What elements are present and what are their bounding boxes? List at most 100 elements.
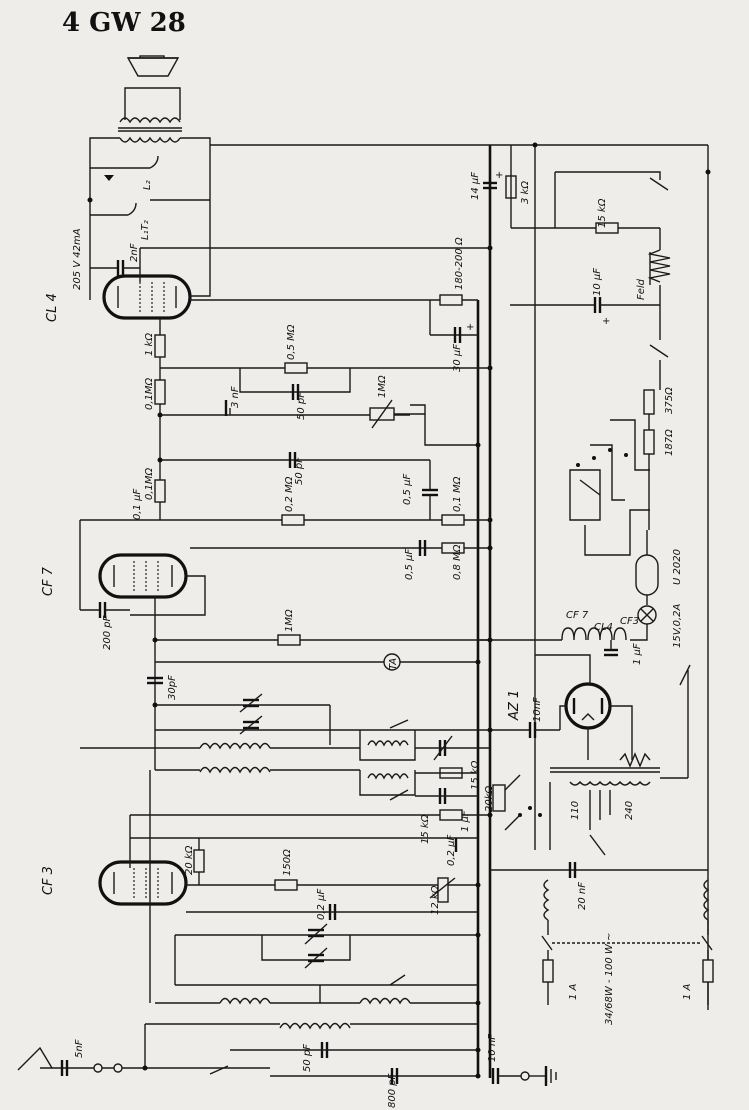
cap-30uf-label: 30 µF: [452, 344, 463, 372]
pilot-lamp-icon: [637, 605, 657, 625]
res-08m-label: 0,8 MΩ: [452, 544, 463, 580]
wave-switch-3[interactable]: [504, 774, 521, 791]
osc-coil-4: [367, 773, 409, 780]
tube-cf3-label: CF 3: [41, 866, 56, 895]
cap-2nf-label: 2nF: [129, 243, 140, 262]
aerial-socket-icon[interactable]: [93, 1063, 123, 1073]
res-01m-c-label: 0,1 MΩ: [452, 476, 463, 512]
page-title: 4 GW 28: [62, 8, 186, 38]
jack-l1t2-label: L₁T₂: [140, 220, 151, 240]
cap-50pf-a-label: 50 pF: [296, 392, 307, 420]
res-20k-a: [492, 784, 506, 812]
res-01m-a-label: 0,1MΩ: [144, 377, 155, 410]
pickup-jack-icon: [90, 202, 137, 216]
heater-filaments: [561, 627, 627, 641]
band-switch-2[interactable]: [389, 789, 409, 801]
cap-20nf-label: 20 nF: [577, 882, 588, 910]
osc-coil-1: [199, 742, 271, 750]
input-coil-2: [359, 997, 411, 1005]
res-187-label: 187Ω: [664, 429, 675, 456]
mains-switch-left[interactable]: [541, 935, 553, 951]
fuse-left-label: 1 A: [568, 983, 579, 1000]
cap-800pf-label: 800 pF: [387, 1073, 398, 1108]
aerial-switch[interactable]: [209, 1065, 229, 1075]
tube-cl4: [102, 274, 192, 320]
cap-01uf-label: 0,1 µF: [132, 489, 143, 520]
output-transformer: [118, 117, 182, 143]
field-coil-label: Feld: [636, 278, 647, 300]
ground-socket-icon[interactable]: [520, 1071, 530, 1081]
pickup-socket-icon[interactable]: [383, 653, 401, 671]
mains-switch-icon[interactable]: [679, 664, 691, 686]
pot-1m-label: 1MΩ: [377, 375, 388, 398]
cl4-rating-label: 205 V 42mA: [72, 228, 83, 290]
tube-cl4-label: CL 4: [45, 293, 60, 322]
res-15k-c-label: 15 kΩ: [420, 814, 431, 844]
mains-switch-right[interactable]: [701, 935, 713, 951]
field-coil: [647, 249, 671, 283]
tap-110-label: 110: [570, 801, 581, 820]
lamp-label: 15V,0,2A: [672, 604, 683, 649]
heater-cf7-label: CF 7: [566, 610, 589, 621]
band-switch-4[interactable]: [389, 974, 406, 986]
cap-14uf-label: 14 µF: [470, 172, 481, 200]
gain-potentiometer[interactable]: [437, 877, 449, 903]
cap-30pf-label: 30pF: [167, 675, 178, 700]
cap-05uf-a-label: 0,5 µF: [402, 474, 413, 505]
heater-winding: [619, 752, 651, 768]
tube-u2020-label: U 2020: [672, 549, 683, 585]
tube-u2020: [635, 554, 659, 596]
loudspeaker-icon: [126, 55, 180, 77]
plus-sign-3: +: [602, 316, 610, 327]
plus-sign-2: +: [495, 170, 503, 181]
antenna-icon: [17, 1046, 53, 1071]
tube-az1-label: AZ 1: [507, 690, 522, 721]
junction-dots: [87, 142, 711, 1079]
res-180-200-label: 180-200 Ω: [454, 237, 465, 290]
mains-choke-right: [703, 879, 710, 921]
res-20k-b-label: 20 kΩ: [184, 845, 195, 875]
switch-2[interactable]: [649, 344, 669, 358]
cap-10nf-az-label: 10nF: [532, 697, 543, 722]
res-15k-top-label: 15 kΩ: [597, 198, 608, 228]
cap-1uf-label: 1 µF: [632, 643, 643, 665]
fuse-left-icon: [542, 959, 554, 983]
res-01m-b-label: 0,1MΩ: [144, 467, 155, 500]
res-3k-label: 3 kΩ: [520, 181, 531, 204]
cap-1uf-b-label: 1 µF: [460, 810, 471, 832]
switch-contact-icon: [104, 175, 114, 181]
cap-200pf-label: 200 pF: [102, 615, 113, 650]
tube-cf7-label: CF 7: [41, 566, 56, 596]
cap-10nf-gnd-label: 10 nF: [487, 1034, 498, 1062]
heater-cf3-label: CF3: [620, 616, 639, 627]
cap-05uf-b-label: 0,5 µF: [404, 549, 415, 580]
voltage-tap-switch[interactable]: [589, 834, 606, 856]
cap-02uf-b-label: 0,2 µF: [446, 835, 457, 866]
tube-cf3: [98, 860, 188, 906]
tube-cf7: [98, 553, 188, 599]
pickup-ta-label: TA: [388, 658, 399, 670]
osc-coil-2: [199, 766, 271, 774]
band-switch-1[interactable]: [389, 719, 409, 729]
jack-l2-label: L₂: [142, 180, 153, 190]
cap-50pf-c-label: 50 pF: [302, 1044, 313, 1072]
ground-symbol-icon: [530, 1066, 557, 1086]
input-coil-1: [219, 997, 271, 1005]
power-rating-label: 34/68W - 100 W ~: [604, 933, 615, 1025]
res-20k-a-label: 20kΩ: [484, 785, 495, 812]
voltage-selector-switch[interactable]: [569, 419, 650, 556]
power-switch-top[interactable]: [649, 177, 669, 191]
mains-transformer: [569, 780, 651, 786]
res-1m-label: 1MΩ: [284, 609, 295, 632]
pot-12k-label: 12 kΩ: [430, 885, 441, 915]
res-05m-top-label: 0,5 MΩ: [286, 324, 297, 360]
tap-240-label: 240: [624, 801, 635, 820]
osc-coil-3: [367, 740, 409, 747]
res-150-label: 150Ω: [282, 849, 293, 876]
plus-sign-1: +: [466, 322, 474, 333]
speaker-jack-icon: [90, 155, 159, 169]
res-1k-label: 1 kΩ: [144, 333, 155, 356]
cap-50pf-b-label: 50 pF: [294, 457, 305, 485]
res-15k-b-label: 15 kΩ: [470, 760, 481, 790]
